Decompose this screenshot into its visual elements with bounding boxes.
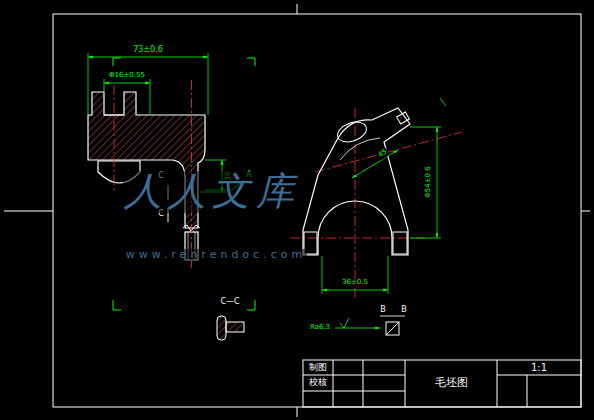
section-title: C—C	[219, 298, 240, 307]
dimension-text: Φ54±0.6	[425, 165, 433, 198]
title-text: 校核	[309, 378, 327, 388]
drawing-frame	[4, 4, 590, 417]
dimension-text: 73±0.6	[132, 46, 164, 55]
title-cell: 1:1	[497, 360, 581, 375]
title-cell: 毛坯图	[405, 360, 497, 407]
view-letter: B	[400, 306, 408, 315]
dimension-lines	[322, 98, 446, 328]
dimension-text: 45	[376, 148, 389, 160]
title-text: 毛坯图	[435, 377, 468, 389]
title-text: 1:1	[531, 362, 547, 373]
title-text: 制图	[309, 363, 327, 373]
title-cell: 校核	[303, 375, 333, 391]
watermark: 人人文库	[123, 171, 301, 213]
title-block	[303, 360, 581, 407]
roughness-note: Ra6.3	[309, 324, 331, 332]
watermark: www.renrendoc.com	[125, 249, 307, 261]
view-letter: B	[379, 306, 387, 315]
dimension-text: 36±0.5	[341, 279, 369, 287]
front-view	[290, 108, 462, 300]
view-b-b	[380, 316, 405, 335]
dimension-text: Φ16±0.55	[108, 72, 146, 80]
section-c-c	[217, 316, 244, 340]
title-cell: 制图	[303, 360, 333, 375]
